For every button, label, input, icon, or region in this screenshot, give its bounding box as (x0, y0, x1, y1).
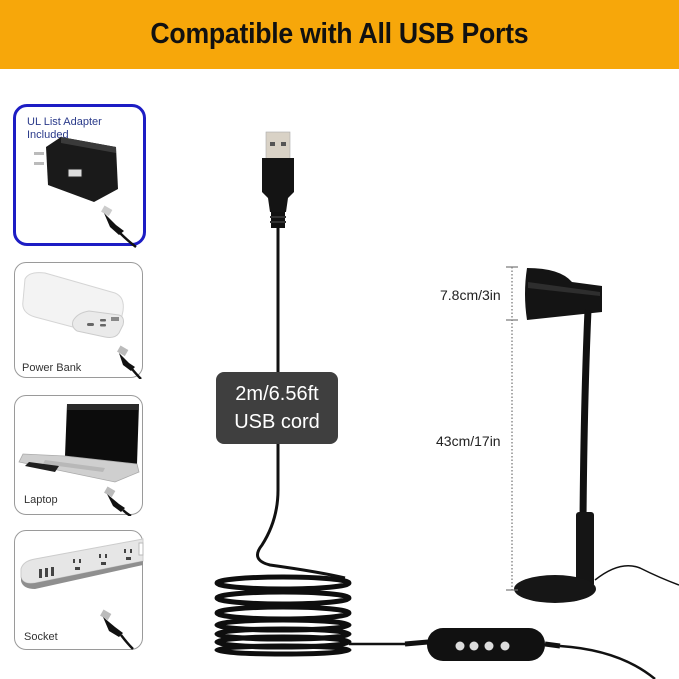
title-banner: Compatible with All USB Ports (0, 0, 679, 69)
lamp-icon (514, 268, 679, 603)
controller-button-mode (500, 641, 510, 651)
page-title: Compatible with All USB Ports (150, 18, 529, 50)
card-laptop-label: Laptop (24, 494, 58, 506)
card-power-bank: Power Bank (14, 262, 143, 379)
card-laptop: Laptop (14, 395, 143, 516)
coiled-cord (214, 574, 352, 657)
wall-adapter-icon (34, 137, 137, 248)
laptop-icon (18, 404, 140, 516)
card-adapter-label: UL List Adapter Included (27, 116, 102, 141)
controller-button-dim-down (469, 641, 479, 651)
cord-length-badge: 2m/6.56ft USB cord (216, 372, 338, 444)
card-adapter: UL List Adapter Included (13, 104, 146, 248)
inline-controller (404, 628, 656, 679)
power-bank-icon (22, 272, 142, 379)
card-socket-label: Socket (24, 631, 58, 643)
card-socket: Socket (14, 530, 144, 650)
lamp-total-dimension: 43cm/17in (436, 433, 501, 449)
usb-plug-icon (262, 131, 294, 228)
power-strip-icon (20, 538, 144, 650)
card-power-bank-label: Power Bank (22, 362, 82, 374)
controller-button-power (455, 641, 465, 651)
controller-button-dim-up (484, 641, 494, 651)
lamp-head-dimension: 7.8cm/3in (440, 287, 501, 303)
